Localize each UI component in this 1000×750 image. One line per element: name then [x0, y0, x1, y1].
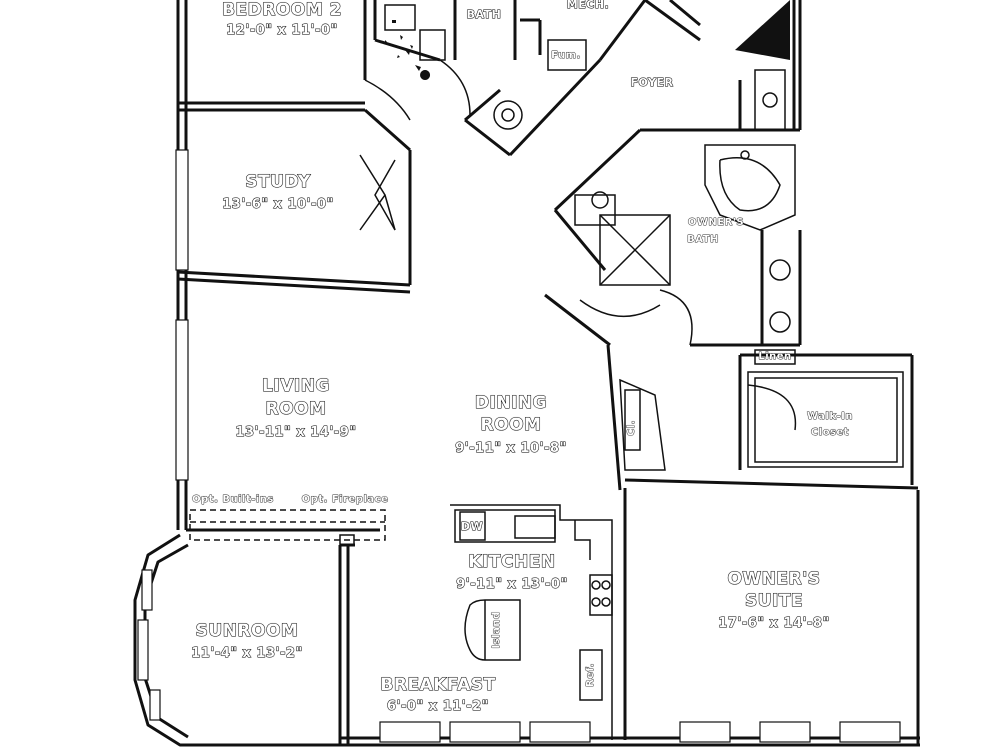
opt-builtins-label: Opt. Built-ins — [192, 493, 274, 505]
owners-bath-label-line1: OWNER'S — [687, 216, 745, 228]
fum-label: Fum. — [551, 49, 581, 61]
exterior-walls — [175, 0, 920, 747]
breakfast-label: BREAKFAST — [380, 675, 496, 696]
dining-label-line2: ROOM — [480, 415, 542, 436]
dishwasher-label: DW — [460, 520, 484, 534]
walkin-closet-walls — [738, 355, 904, 470]
mech-label: MECH. — [566, 0, 610, 12]
kitchen-dim: 9'-11" x 13'-0" — [456, 577, 568, 593]
owners-suite-label-line2: SUITE — [744, 591, 804, 612]
bath-walls — [373, 0, 471, 116]
sunroom-label: SUNROOM — [195, 621, 299, 642]
mech-walls — [464, 0, 701, 157]
owners-suite-dim: 17'-6" x 14'-8" — [718, 616, 830, 632]
bedroom2-dim: 12'-0" x 11'-0" — [226, 23, 338, 39]
kitchen-cabinets — [450, 504, 613, 740]
study-walls — [177, 108, 412, 294]
island-label: Island — [490, 611, 502, 649]
bedroom2-walls — [178, 0, 411, 121]
sunroom-walls — [133, 533, 355, 747]
ref-label: Ref. — [584, 662, 596, 688]
living-dim: 13'-11" x 14'-9" — [235, 425, 357, 441]
breakfast-dim: 6'-0" x 11'-2" — [387, 699, 489, 715]
dining-walls — [606, 344, 919, 740]
walkin-label-line2: Closet — [810, 426, 850, 438]
bath-label: BATH — [466, 8, 502, 22]
optional-builtins — [186, 509, 386, 546]
cl-label: Cl. — [625, 419, 637, 437]
linen-label: Linen — [758, 350, 792, 362]
study-label: STUDY — [245, 172, 311, 193]
study-dim: 13'-6" x 10'-0" — [222, 197, 334, 213]
walkin-label-line1: Walk-In — [807, 410, 853, 422]
opt-fireplace-label: Opt. Fireplace — [301, 493, 389, 505]
owners-bath-walls — [544, 128, 802, 365]
bedroom2-label: BEDROOM 2 — [222, 0, 342, 21]
living-label-line2: ROOM — [265, 399, 327, 420]
owners-suite-label-line1: OWNER'S — [727, 569, 821, 590]
foyer-closet — [735, 0, 790, 131]
kitchen-label: KITCHEN — [468, 552, 556, 573]
dining-label-line1: DINING — [474, 393, 548, 414]
foyer-label: FOYER — [630, 76, 674, 90]
dining-dim: 9'-11" x 10'-8" — [455, 441, 567, 457]
sunroom-dim: 11'-4" x 13'-2" — [191, 646, 303, 662]
owners-bath-label-line2: BATH — [687, 233, 719, 245]
living-label-line1: LIVING — [262, 376, 330, 397]
